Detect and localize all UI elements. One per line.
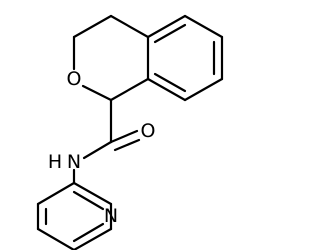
bond-pyridine-6 bbox=[72, 181, 113, 206]
bond-benzene-double-1 bbox=[153, 23, 187, 44]
carbonyl-oxygen-label: O bbox=[141, 120, 156, 142]
bond-pyridine-double-3 bbox=[72, 222, 105, 243]
molecular-structure-diagram: O O N H N bbox=[36, 14, 224, 250]
bond-pyridine-4 bbox=[72, 227, 113, 250]
bond-pyridine-double-1 bbox=[72, 190, 105, 211]
bond-benzene-4 bbox=[183, 77, 224, 102]
bond-benzene-double-3 bbox=[153, 72, 187, 93]
bond-c3-c4 bbox=[72, 14, 113, 39]
bond-carbonyl-nh bbox=[82, 140, 113, 160]
pyridine-nitrogen-label: N bbox=[104, 205, 118, 227]
atom-labels: O O N H N bbox=[48, 68, 156, 227]
bond-carbonyl-double-2 bbox=[113, 138, 141, 152]
benzene-ring bbox=[146, 14, 224, 102]
amide-hydrogen-label: H bbox=[48, 151, 62, 173]
bond-pyridine-3 bbox=[36, 227, 76, 250]
bond-c1-c8a bbox=[109, 77, 150, 102]
bond-benzene-1 bbox=[146, 14, 187, 39]
carboxamide-group bbox=[72, 98, 141, 185]
bond-benzene-2 bbox=[183, 14, 224, 39]
bond-o2-c1 bbox=[81, 84, 113, 102]
pyridine-ring bbox=[36, 181, 113, 250]
bond-c4-c4a bbox=[109, 14, 150, 39]
pyran-ring bbox=[72, 14, 150, 102]
bond-pyridine-1 bbox=[36, 181, 76, 206]
amide-nitrogen-label: N bbox=[67, 151, 81, 173]
ring-oxygen-label: O bbox=[67, 68, 82, 90]
bond-benzene-5 bbox=[146, 77, 187, 102]
bond-carbonyl-double-1 bbox=[109, 129, 139, 144]
